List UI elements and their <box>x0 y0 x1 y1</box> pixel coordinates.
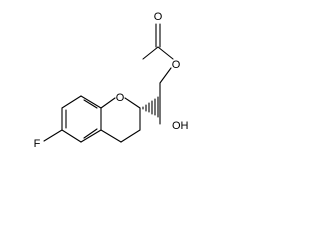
bond <box>61 95 82 109</box>
bond <box>120 129 141 143</box>
bond <box>43 129 63 142</box>
bond <box>61 129 82 143</box>
bond <box>124 97 141 109</box>
bond <box>142 46 159 60</box>
benzene-ring <box>61 95 102 143</box>
stereo-hash-bond <box>142 96 159 118</box>
double-bond-inner <box>83 99 98 109</box>
bond <box>157 46 174 60</box>
carbonyl-oxygen-label: O <box>154 11 163 23</box>
chemical-structure-diagram: F O OH O O <box>34 11 189 150</box>
atom-labels: F O OH O O <box>34 11 189 150</box>
bond <box>159 67 172 84</box>
fluorine-label: F <box>34 138 41 150</box>
bond <box>80 95 102 109</box>
bond <box>80 129 102 143</box>
double-bond-inner <box>83 128 98 139</box>
pyran-ring <box>100 97 141 143</box>
bond <box>100 97 116 109</box>
ester-oxygen-label: O <box>172 59 181 71</box>
bond <box>100 129 122 143</box>
side-chain <box>142 23 174 125</box>
hydroxyl-label: OH <box>172 120 189 132</box>
ring-oxygen-label: O <box>116 92 125 104</box>
